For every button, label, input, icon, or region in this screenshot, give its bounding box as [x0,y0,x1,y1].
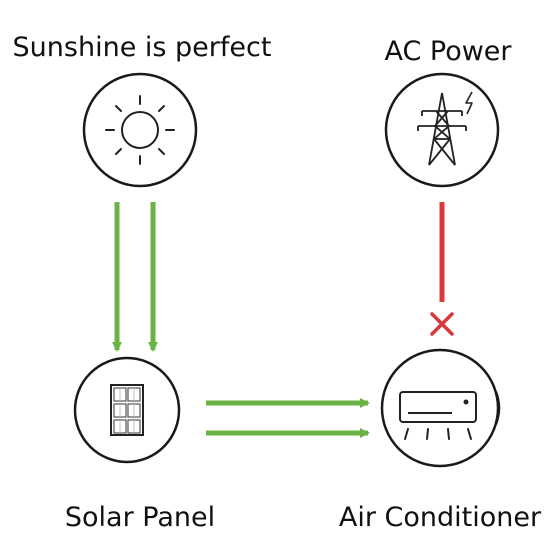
sun-to-panel-flow [112,202,158,352]
sun-icon [105,95,175,165]
grid-node [384,72,500,188]
power-tower-icon [417,91,473,166]
sun-label: Sunshine is perfect [13,32,272,63]
grid-label: AC Power [384,36,512,67]
sun-node [82,72,198,188]
blocked-x-icon [430,312,454,336]
panel-node [73,356,181,464]
ac-node [380,348,501,468]
grid-to-ac-blocked [430,202,454,336]
ac-label: Air Conditioner [339,502,542,533]
panel-to-ac-flow [206,398,370,438]
solar-panel-icon [110,384,144,436]
panel-label: Solar Panel [65,502,215,533]
air-conditioner-icon [399,391,477,440]
